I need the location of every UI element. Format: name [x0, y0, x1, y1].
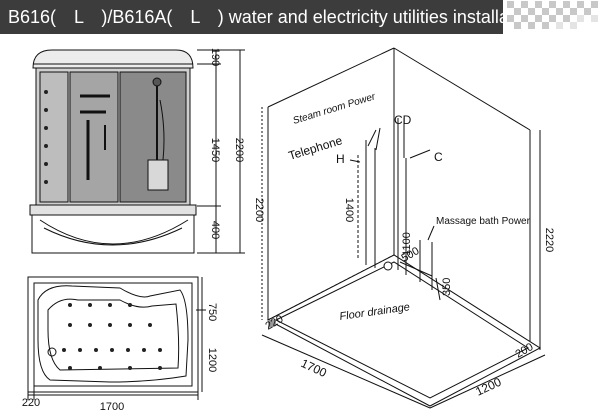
front-dim-top: 190 [209, 48, 221, 66]
iso-dim-1400: 1400 [343, 198, 355, 222]
iso-dim-350: 350 [441, 278, 453, 296]
iso-dim-1100: 1100 [401, 232, 413, 256]
iso-room [261, 47, 546, 409]
plan-dim-inner: 750 [206, 303, 218, 321]
label-c: C [434, 150, 443, 164]
iso-dim-1700: 1700 [299, 356, 329, 380]
label-massage-power: Massage bath Power [436, 216, 531, 227]
iso-dim-2200: 2200 [253, 198, 265, 222]
front-view [29, 49, 245, 254]
checker-pattern [507, 1, 598, 29]
front-dim-bottom: 400 [209, 221, 221, 239]
label-h: H [336, 152, 345, 166]
iso-dim-2220: 2220 [543, 228, 555, 252]
page-title: B616( L )/B616A( L ) water and electrici… [0, 0, 503, 34]
plan-jets [62, 303, 162, 370]
front-dim-middle: 1450 [209, 138, 221, 162]
plan-dim-depth: 1200 [206, 348, 218, 372]
label-cd: CD [394, 113, 412, 127]
plan-dim-width: 1700 [100, 401, 124, 413]
plan-dim-corner: 220 [22, 397, 40, 409]
installation-drawing: 190 1450 400 2200 1700 220 750 1200 [22, 47, 555, 413]
plan-view [27, 276, 206, 400]
label-steam-power: Steam room Power [292, 91, 378, 127]
front-dim-total: 2200 [233, 138, 245, 162]
